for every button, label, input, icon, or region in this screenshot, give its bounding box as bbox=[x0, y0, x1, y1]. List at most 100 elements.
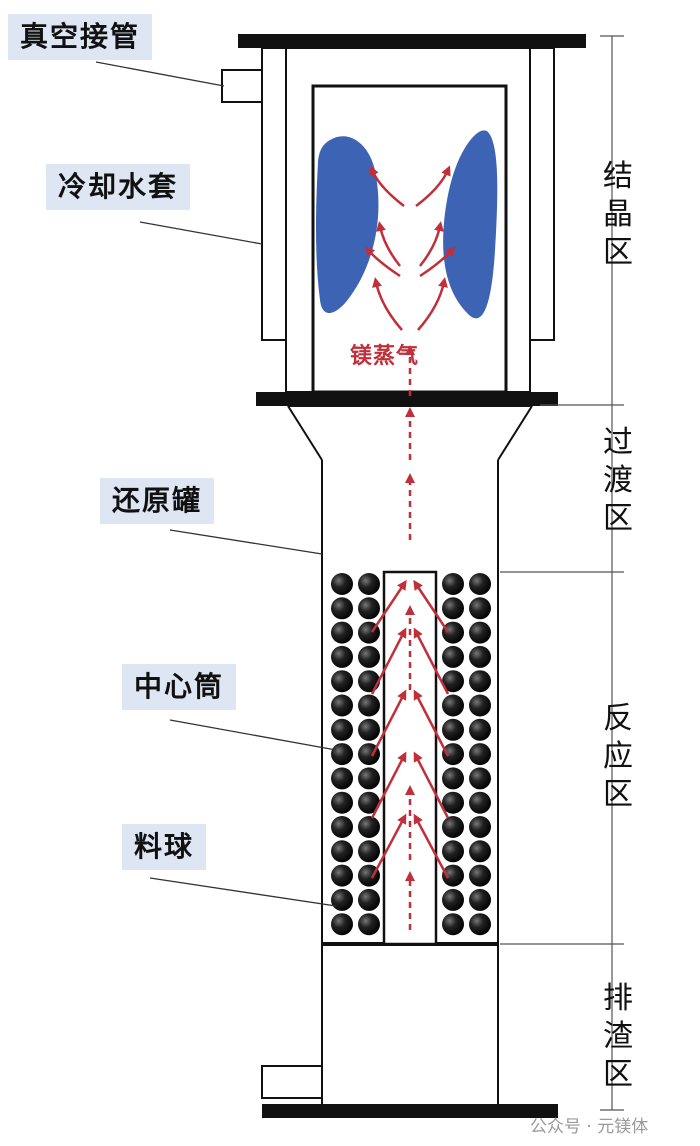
material-ball bbox=[469, 913, 491, 936]
material-ball bbox=[442, 913, 464, 936]
material-ball bbox=[358, 888, 380, 911]
vapor-arrow bbox=[413, 579, 450, 633]
label-material-balls: 料球 bbox=[122, 824, 207, 870]
material-ball bbox=[442, 840, 464, 863]
material-ball bbox=[442, 670, 464, 693]
material-ball bbox=[469, 645, 491, 668]
vapor-arrow bbox=[417, 277, 448, 331]
material-ball bbox=[469, 743, 491, 766]
vapor-arrow bbox=[415, 165, 451, 207]
zone-reaction: 反 应 区 bbox=[603, 701, 633, 812]
transition-funnel bbox=[287, 405, 533, 461]
material-ball bbox=[469, 767, 491, 790]
vapor-arrow bbox=[370, 813, 407, 879]
material-ball bbox=[331, 573, 353, 595]
vapor-arrow bbox=[376, 221, 401, 267]
vacuum-pipe bbox=[221, 69, 263, 103]
bottom-flange bbox=[262, 1104, 558, 1118]
label-cooling-jacket: 冷却水套 bbox=[46, 164, 191, 210]
vapor-arrow bbox=[370, 627, 407, 695]
material-ball bbox=[469, 840, 491, 863]
label-center-tube: 中心筒 bbox=[122, 664, 237, 710]
material-ball bbox=[331, 694, 353, 717]
material-ball bbox=[331, 743, 353, 766]
top-flange bbox=[238, 34, 586, 48]
material-ball bbox=[331, 816, 353, 838]
zone-transition: 过 渡 区 bbox=[603, 425, 633, 536]
vapor-arrow bbox=[413, 689, 450, 757]
material-ball bbox=[358, 694, 380, 717]
center-tube bbox=[382, 570, 438, 946]
vapor-arrow bbox=[413, 627, 450, 695]
material-ball bbox=[442, 645, 464, 668]
material-ball bbox=[442, 864, 464, 887]
leader-lines bbox=[95, 61, 337, 907]
material-ball bbox=[469, 670, 491, 693]
material-ball bbox=[358, 645, 380, 668]
material-ball bbox=[442, 816, 464, 838]
material-ball bbox=[469, 597, 491, 620]
material-ball bbox=[469, 718, 491, 741]
material-ball bbox=[331, 888, 353, 911]
material-ball bbox=[469, 573, 491, 595]
label-reduction-tank: 还原罐 bbox=[100, 478, 215, 524]
material-ball bbox=[358, 816, 380, 838]
vapor-arrow bbox=[419, 221, 444, 267]
cooling-jacket-left bbox=[261, 47, 287, 341]
material-ball bbox=[442, 791, 464, 814]
vapor-arrow bbox=[413, 813, 450, 879]
slag-nozzle bbox=[261, 1065, 323, 1099]
cooling-jacket-right bbox=[529, 47, 555, 341]
material-ball bbox=[358, 913, 380, 936]
vapor-arrow bbox=[413, 751, 450, 819]
material-ball bbox=[442, 621, 464, 644]
zone-slag-discharge: 排 渣 区 bbox=[603, 981, 633, 1092]
material-ball bbox=[331, 597, 353, 620]
material-ball bbox=[469, 888, 491, 911]
vapor-arrows bbox=[364, 165, 456, 930]
material-ball bbox=[442, 573, 464, 595]
material-ball bbox=[331, 718, 353, 741]
material-ball bbox=[442, 718, 464, 741]
material-ball bbox=[442, 743, 464, 766]
vapor-arrow bbox=[419, 246, 456, 278]
material-ball bbox=[442, 597, 464, 620]
mg-vapor-label: 镁蒸气 bbox=[350, 344, 420, 369]
vapor-arrow bbox=[370, 689, 407, 757]
material-ball bbox=[331, 913, 353, 936]
material-ball bbox=[469, 621, 491, 644]
material-ball bbox=[442, 694, 464, 717]
material-ball bbox=[358, 573, 380, 595]
material-ball bbox=[358, 718, 380, 741]
watermark: 公众号 · 元镁体 bbox=[530, 1117, 649, 1137]
middle-flange bbox=[256, 392, 558, 406]
material-ball bbox=[331, 621, 353, 644]
reduction-tank bbox=[321, 460, 499, 1104]
material-ball bbox=[331, 645, 353, 668]
vapor-arrow bbox=[370, 579, 407, 633]
vapor-arrow bbox=[364, 246, 401, 278]
label-vacuum-pipe: 真空接管 bbox=[8, 14, 153, 60]
vapor-arrow bbox=[370, 751, 407, 819]
material-ball bbox=[331, 767, 353, 790]
vapor-arrow bbox=[369, 165, 405, 207]
material-ball bbox=[358, 597, 380, 620]
material-ball bbox=[469, 694, 491, 717]
material-ball bbox=[358, 840, 380, 863]
material-balls bbox=[331, 573, 491, 936]
material-ball bbox=[331, 670, 353, 693]
mg-crystal-right bbox=[443, 130, 498, 319]
mg-crystal-left bbox=[316, 136, 379, 313]
material-ball bbox=[442, 767, 464, 790]
material-ball bbox=[331, 791, 353, 814]
zone-crystallization: 结 晶 区 bbox=[603, 159, 633, 270]
material-ball bbox=[331, 864, 353, 887]
material-ball bbox=[331, 840, 353, 863]
material-ball bbox=[442, 888, 464, 911]
material-ball bbox=[358, 864, 380, 887]
material-ball bbox=[358, 791, 380, 814]
material-ball bbox=[358, 767, 380, 790]
material-ball bbox=[469, 864, 491, 887]
material-ball bbox=[469, 816, 491, 838]
